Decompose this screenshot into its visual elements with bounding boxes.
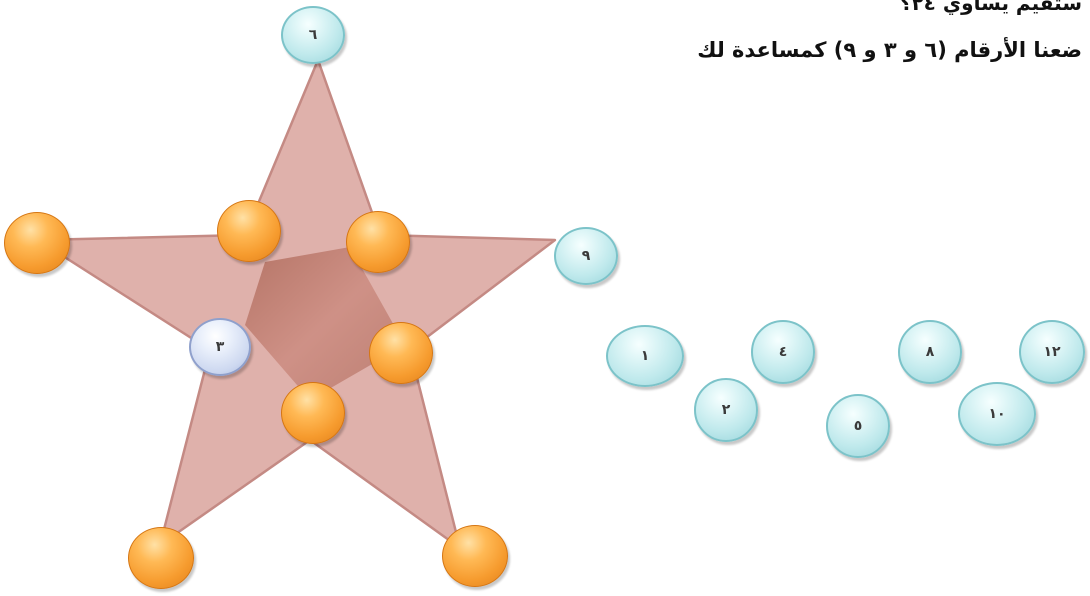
pool-ball-4-label: ٤ xyxy=(779,344,788,360)
pool-ball-12-label: ١٢ xyxy=(1043,344,1060,360)
pool-ball-1-label: ١ xyxy=(641,348,650,364)
star-slot-top-label: ٦ xyxy=(309,27,318,43)
star-slot-inner-left-label: ٣ xyxy=(216,339,225,355)
pool-ball-5-label: ٥ xyxy=(854,418,863,434)
star-slot-outer-bottom-right[interactable] xyxy=(442,525,508,587)
pool-ball-10[interactable]: ١٠ xyxy=(958,382,1036,446)
star-slot-top: ٦ xyxy=(281,6,345,64)
pool-ball-12[interactable]: ١٢ xyxy=(1019,320,1085,384)
star-slot-inner-top-left[interactable] xyxy=(217,200,281,262)
star-slot-inner-left: ٣ xyxy=(189,318,251,376)
star-slot-inner-bottom[interactable] xyxy=(281,382,345,444)
star-slot-outer-left[interactable] xyxy=(4,212,70,274)
star-slot-inner-right[interactable] xyxy=(369,322,433,384)
star-slot-right-label: ٩ xyxy=(582,248,591,264)
pool-ball-1[interactable]: ١ xyxy=(606,325,684,387)
star-slot-inner-top-right[interactable] xyxy=(346,211,410,273)
star-slot-outer-bottom-left[interactable] xyxy=(128,527,194,589)
pool-ball-4[interactable]: ٤ xyxy=(751,320,815,384)
pool-ball-10-label: ١٠ xyxy=(988,406,1005,422)
instruction-line-2: ضعنا الأرقام (٦ و ٣ و ٩) كمساعدة لك xyxy=(697,38,1082,62)
pool-ball-2[interactable]: ٢ xyxy=(694,378,758,442)
pool-ball-5[interactable]: ٥ xyxy=(826,394,890,458)
pool-ball-2-label: ٢ xyxy=(722,402,731,418)
star-slot-right: ٩ xyxy=(554,227,618,285)
pool-ball-8[interactable]: ٨ xyxy=(898,320,962,384)
instruction-line-1: ستقيم يساوي ٢٤؟ xyxy=(900,0,1082,15)
pool-ball-8-label: ٨ xyxy=(926,344,935,360)
